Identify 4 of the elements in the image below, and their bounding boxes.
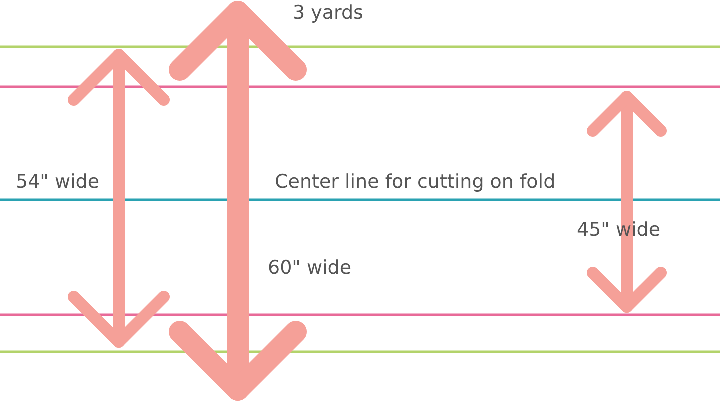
dimension-label: 54" wide — [16, 171, 100, 193]
dimension-label: 60" wide — [268, 257, 352, 279]
fold-line-label: Center line for cutting on fold — [275, 171, 556, 193]
dimension-label: 3 yards — [293, 2, 364, 24]
